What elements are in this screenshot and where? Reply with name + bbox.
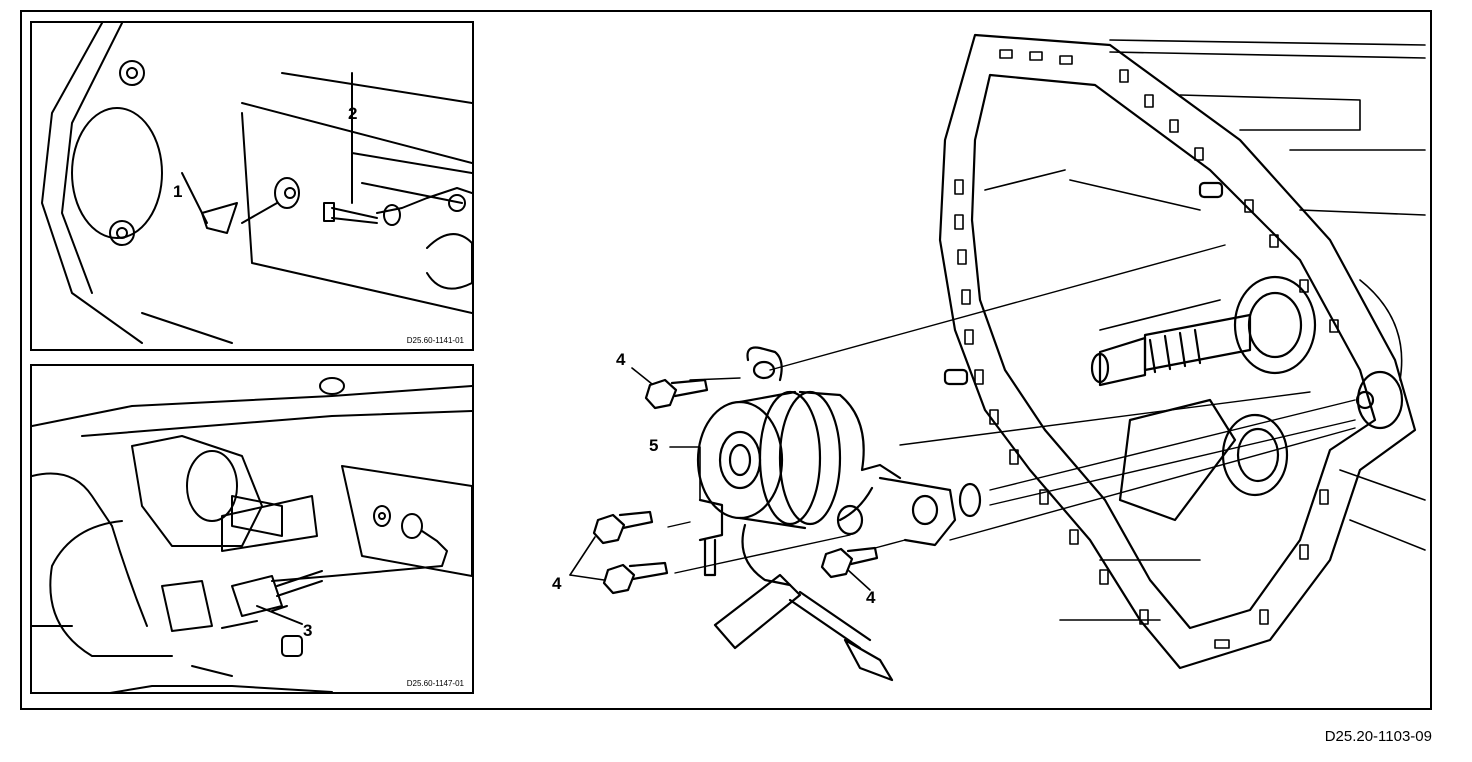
inset-2-code: D25.60-1147-01 [406, 679, 464, 688]
callout-4-right: 4 [866, 588, 876, 607]
callout-5: 5 [649, 436, 659, 455]
inset-1-drawing [41, 23, 472, 344]
bolts [592, 378, 879, 595]
housing-body-lines [984, 39, 1426, 621]
inset-1-callout-1: 1 [173, 182, 183, 201]
leader-lines [569, 367, 871, 591]
inset-1-callout-2: 2 [348, 104, 358, 123]
callout-4-left: 4 [552, 574, 562, 593]
slave-cylinder [696, 346, 982, 682]
callout-4-top: 4 [616, 350, 626, 369]
figure-frame [20, 10, 1432, 710]
inset-1-code: D25.60-1141-01 [406, 336, 464, 345]
bell-housing-flange [938, 33, 1417, 670]
inset-2-drawing [32, 377, 472, 692]
flange-slots [954, 49, 1339, 649]
figure-code: D25.20-1103-09 [1324, 728, 1432, 745]
inset-connector-detail: 1 2 D25.60-1141-01 [30, 21, 474, 351]
alignment-lines [667, 244, 1356, 574]
input-shaft [943, 181, 1404, 522]
inset-2-callout-3: 3 [303, 621, 313, 640]
inset-harness-detail: 3 D25.60-1147-01 [30, 364, 474, 694]
